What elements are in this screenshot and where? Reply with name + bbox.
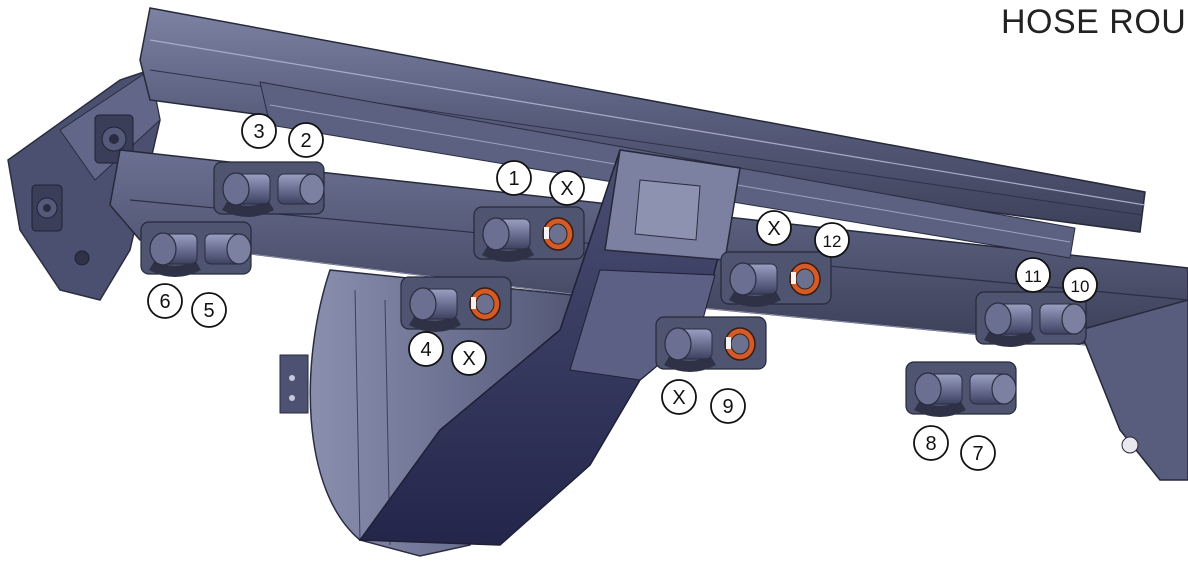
callout-circle (710, 388, 746, 424)
callout-c12: 12 (814, 222, 850, 258)
callout-label: 8 (925, 433, 936, 455)
callout-label: 1 (508, 168, 519, 190)
callout-circle (549, 170, 585, 206)
callout-cx2: X (756, 210, 792, 246)
callout-circle (288, 122, 324, 158)
right-end-flare (1078, 299, 1188, 481)
callout-label: 7 (972, 443, 983, 465)
port-group-6-5 (140, 221, 252, 277)
callout-circle (241, 113, 277, 149)
port-group-x-12 (720, 251, 832, 307)
hose-ports (140, 161, 1087, 417)
callout-c5: 5 (191, 292, 227, 328)
callout-circle (1062, 267, 1098, 303)
callout-c2: 2 (288, 122, 324, 158)
callout-circle (451, 340, 487, 376)
port-group-1-x (473, 206, 585, 262)
callout-label: 11 (1024, 267, 1042, 286)
callout-circle (913, 425, 949, 461)
callout-label: X (560, 178, 573, 200)
central-chute (358, 149, 741, 546)
callout-label: X (767, 218, 780, 240)
callout-c6: 6 (147, 283, 183, 319)
port-group-8-7 (905, 361, 1017, 417)
callout-label: 10 (1071, 277, 1090, 296)
callout-c7: 7 (960, 435, 996, 471)
callout-circle (1015, 257, 1051, 293)
callout-circle (408, 331, 444, 367)
callout-label: X (672, 387, 685, 409)
callout-circle (756, 210, 792, 246)
callout-label: 12 (823, 232, 842, 251)
port-group-3-2 (213, 161, 325, 217)
callout-label: 4 (420, 339, 431, 361)
callout-label: 6 (159, 291, 170, 313)
callout-label: X (462, 348, 475, 370)
callout-c8: 8 (913, 425, 949, 461)
callout-cx1: X (549, 170, 585, 206)
callout-circle (147, 283, 183, 319)
callout-c9: 9 (710, 388, 746, 424)
callout-label: 2 (300, 130, 311, 152)
callout-c3: 3 (241, 113, 277, 149)
port-group-4-x (400, 276, 512, 332)
callout-circle (496, 160, 532, 196)
callout-c11: 11 (1015, 257, 1051, 293)
callout-cx3: X (451, 340, 487, 376)
callout-cx4: X (661, 379, 697, 415)
callout-circle (191, 292, 227, 328)
callout-label: 3 (253, 121, 264, 143)
callout-circle (814, 222, 850, 258)
callout-label: 5 (203, 300, 214, 322)
callout-circle (960, 435, 996, 471)
callout-c4: 4 (408, 331, 444, 367)
port-group-11-10 (975, 291, 1087, 347)
left-end-bracket (7, 69, 161, 301)
callout-circle (661, 379, 697, 415)
callout-c1: 1 (496, 160, 532, 196)
callout-c10: 10 (1062, 267, 1098, 303)
diagram-title: HOSE ROU (1001, 3, 1187, 41)
callout-label: 9 (722, 396, 733, 418)
port-group-x-9 (655, 316, 767, 372)
